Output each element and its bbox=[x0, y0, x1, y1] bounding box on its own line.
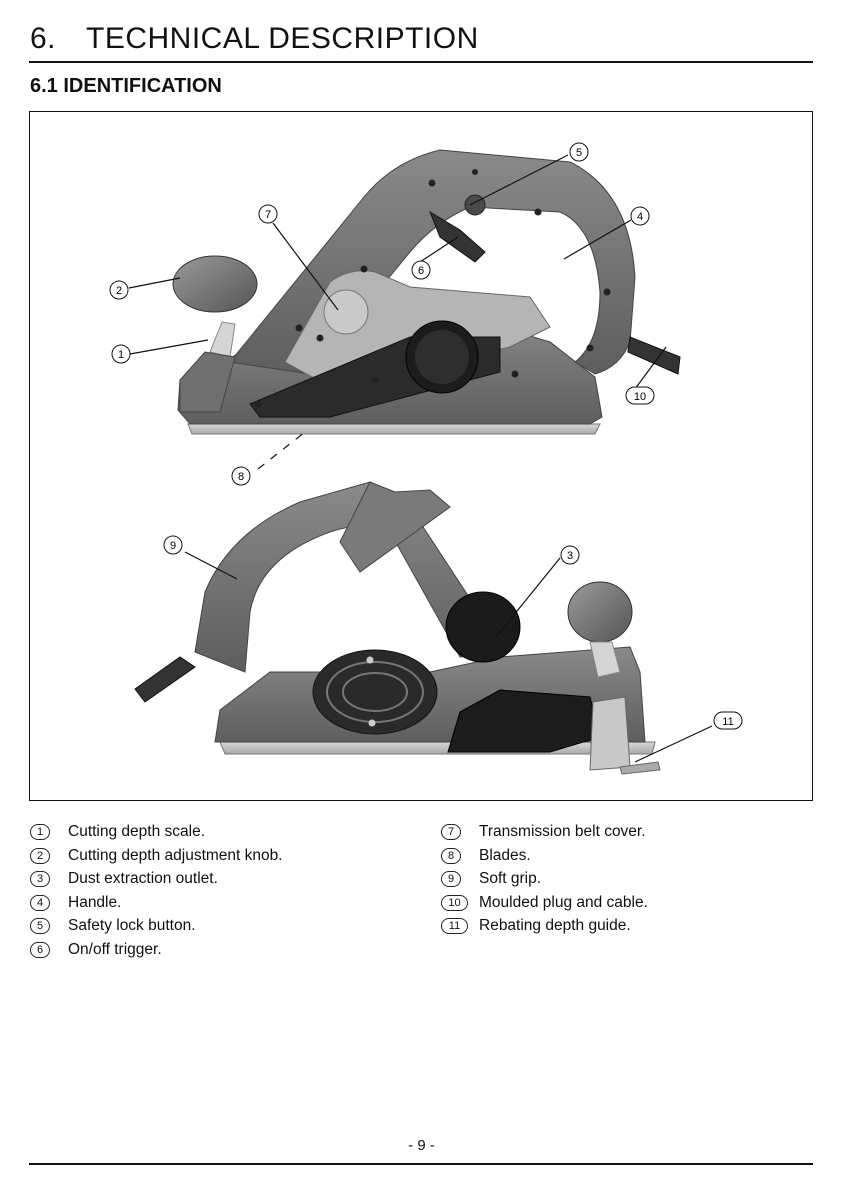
legend-text: Safety lock button. bbox=[68, 917, 196, 935]
svg-text:1: 1 bbox=[118, 349, 124, 361]
legend-number-badge: 8 bbox=[441, 847, 461, 864]
callout-2: 2 bbox=[109, 280, 129, 300]
callout-1: 1 bbox=[111, 344, 131, 364]
callout-9: 9 bbox=[163, 535, 183, 555]
legend-text: Dust extraction outlet. bbox=[68, 870, 218, 888]
callout-11: 11 bbox=[713, 711, 743, 730]
callout-4: 4 bbox=[630, 206, 650, 226]
page-number: - 9 - bbox=[408, 1137, 435, 1154]
callout-5: 5 bbox=[569, 142, 589, 162]
legend-number-badge: 1 bbox=[30, 824, 50, 840]
callout-8: 8 bbox=[231, 466, 251, 486]
legend-text: Blades. bbox=[479, 846, 531, 864]
svg-text:2: 2 bbox=[116, 285, 122, 297]
callout-3: 3 bbox=[560, 545, 580, 565]
section-heading: 6. TECHNICAL DESCRIPTION bbox=[30, 22, 479, 56]
svg-text:5: 5 bbox=[576, 147, 582, 159]
section-number: 6. bbox=[30, 22, 57, 55]
callout-6: 6 bbox=[411, 260, 431, 280]
callout-7: 7 bbox=[258, 204, 278, 224]
subsection-title: 6.1 IDENTIFICATION bbox=[30, 75, 222, 97]
legend-number-badge: 5 bbox=[30, 918, 50, 935]
legend-text: Cutting depth scale. bbox=[68, 823, 206, 840]
legend-text: Handle. bbox=[68, 893, 122, 911]
svg-text:6: 6 bbox=[418, 265, 424, 277]
legend-number-badge: 2 bbox=[30, 847, 50, 864]
legend-number-badge: 4 bbox=[30, 894, 50, 911]
legend-number-badge: 7 bbox=[441, 824, 461, 840]
legend-text: Cutting depth adjustment knob. bbox=[68, 846, 283, 864]
legend-text: On/off trigger. bbox=[68, 940, 162, 958]
planer-illustration: 1 2 3 4 5 6 7 8 9 10 11 bbox=[109, 142, 743, 775]
legend-text: Rebating depth guide. bbox=[479, 917, 631, 935]
planer-top-view bbox=[172, 149, 681, 435]
section-title: TECHNICAL DESCRIPTION bbox=[86, 22, 479, 55]
callout-10: 10 bbox=[625, 386, 655, 405]
svg-text:3: 3 bbox=[567, 550, 573, 562]
callout-badges: 1 2 3 4 5 6 7 8 9 10 11 bbox=[109, 142, 743, 730]
legend-text: Soft grip. bbox=[479, 870, 542, 888]
legend-number-badge: 11 bbox=[441, 918, 468, 935]
svg-text:8: 8 bbox=[238, 471, 244, 483]
top-rule bbox=[29, 61, 813, 63]
legend-number-badge: 10 bbox=[441, 894, 468, 911]
legend-number-badge: 9 bbox=[441, 871, 461, 888]
planer-bottom-view bbox=[134, 481, 661, 775]
legend-text: Moulded plug and cable. bbox=[479, 893, 648, 911]
legend-number-badge: 6 bbox=[30, 941, 50, 958]
svg-text:11: 11 bbox=[722, 716, 733, 728]
svg-text:9: 9 bbox=[170, 540, 176, 552]
svg-text:4: 4 bbox=[637, 211, 643, 223]
identification-figure: 1 2 3 4 5 6 7 8 9 10 11 bbox=[29, 111, 813, 801]
legend-number-badge: 3 bbox=[30, 871, 50, 888]
svg-text:10: 10 bbox=[634, 391, 646, 403]
legend-text: Transmission belt cover. bbox=[479, 823, 646, 840]
callout-leaders bbox=[128, 154, 713, 763]
bottom-rule bbox=[29, 1163, 813, 1165]
svg-text:7: 7 bbox=[265, 209, 271, 221]
